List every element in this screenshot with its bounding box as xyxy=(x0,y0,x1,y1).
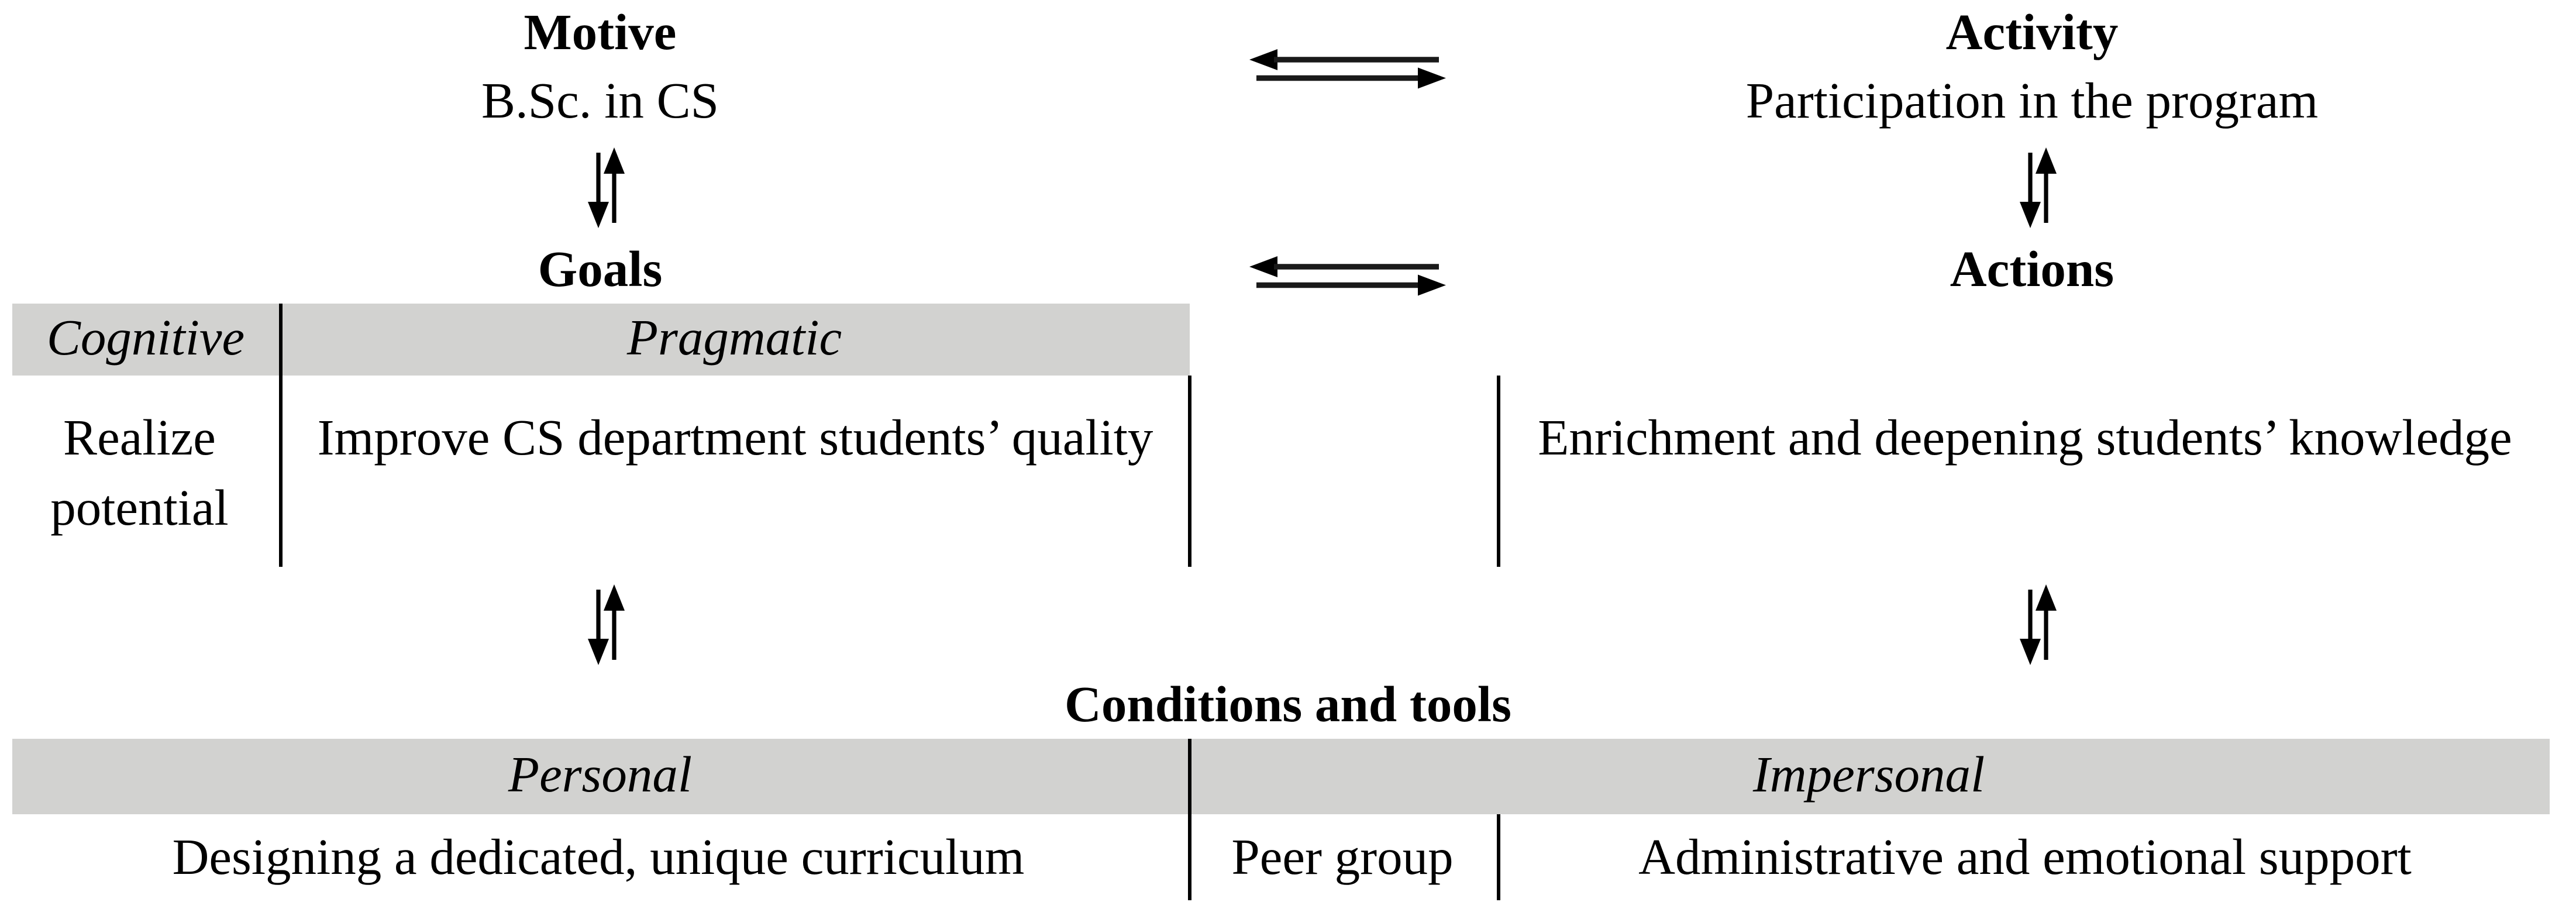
conditions-title: Conditions and tools xyxy=(1065,677,1511,734)
motive-value: B.Sc. in CS xyxy=(481,74,719,130)
double-vertical-arrow-icon xyxy=(581,584,630,665)
conditions-cell-peer-group: Peer group xyxy=(1231,830,1454,886)
double-vertical-arrow-icon xyxy=(2013,147,2062,228)
conditions-header-personal: Personal xyxy=(508,748,693,804)
divider-personal-impersonal xyxy=(1188,739,1191,900)
actions-cell-value: Enrichment and deepening students’ knowl… xyxy=(1538,411,2512,467)
divider-goals-middle-left xyxy=(1188,376,1191,567)
goals-header-pragmatic: Pragmatic xyxy=(626,311,842,367)
divider-goals-middle-right xyxy=(1497,376,1500,567)
activity-title: Activity xyxy=(1945,5,2119,61)
conditions-cell-personal: Designing a dedicated, unique curriculum xyxy=(172,830,1025,886)
conditions-cell-impersonal: Administrative and emotional support xyxy=(1638,830,2412,886)
goals-table-header: Cognitive Pragmatic xyxy=(12,304,1190,376)
double-vertical-arrow-icon xyxy=(2013,584,2062,665)
double-vertical-arrow-icon xyxy=(581,147,630,228)
goals-label: Goals xyxy=(538,242,663,298)
divider-cognitive-pragmatic xyxy=(279,304,283,567)
actions-label: Actions xyxy=(1950,242,2114,298)
goals-cell-pragmatic: Improve CS department students’ quality xyxy=(317,411,1153,467)
motive-title: Motive xyxy=(524,5,677,61)
activity-value: Participation in the program xyxy=(1745,74,2319,130)
divider-peer-impersonal xyxy=(1497,814,1500,900)
goals-header-cognitive: Cognitive xyxy=(46,311,245,367)
double-horizontal-arrow-icon xyxy=(1249,254,1446,300)
goals-cell-cognitive: Realize potential xyxy=(50,411,229,537)
conditions-header-impersonal: Impersonal xyxy=(1752,748,1985,804)
double-horizontal-arrow-icon xyxy=(1249,47,1446,93)
conditions-table-header: Personal Impersonal xyxy=(12,739,2550,814)
